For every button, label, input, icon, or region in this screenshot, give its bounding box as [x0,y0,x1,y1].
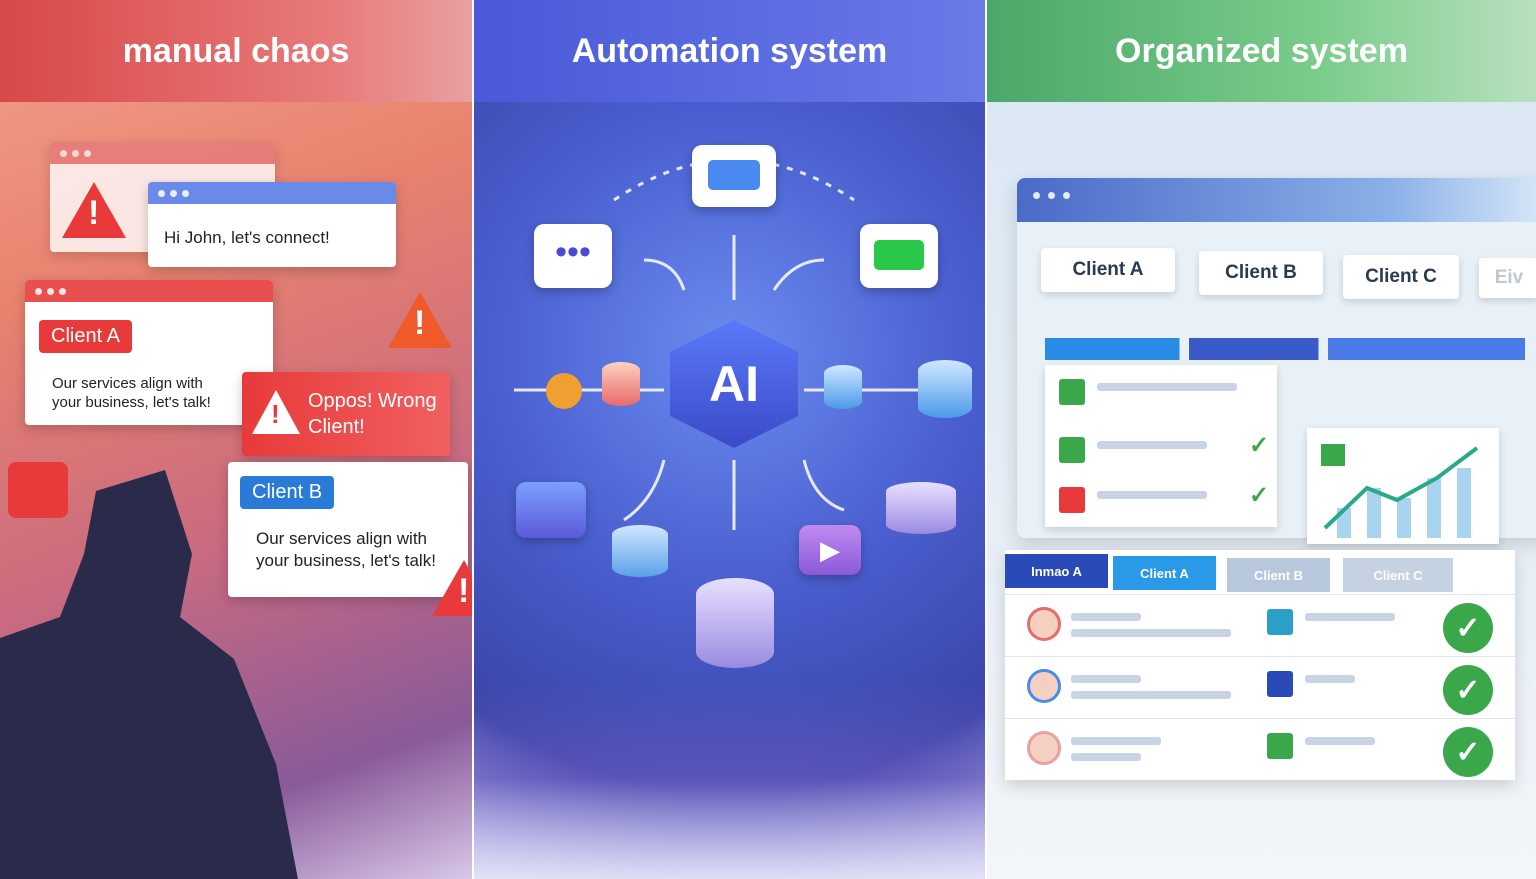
client-b-text: Our services align with your business, l… [256,529,436,570]
table-row[interactable]: ✓ [1005,656,1515,718]
client-table: Inmao A Client A Client B Client C ✓ ✓ ✓ [1005,550,1515,780]
ai-hub: AI [670,320,798,448]
manual-chaos-panel: manual chaos Hi John, let's connect! ! C… [0,0,472,879]
warning-icon: ! [432,560,472,616]
column-headers [1045,338,1525,360]
avatar [1027,607,1061,641]
database-icon [602,362,640,406]
location-icon [546,373,582,409]
tab-client-b[interactable]: Client B [1199,251,1323,295]
client-b-window: Client B Our services align with your bu… [228,462,468,597]
tab-client-b[interactable]: Client B [1227,558,1330,592]
check-icon: ✓ [1249,482,1270,509]
panel-title: Organized system [987,0,1536,102]
avatar [1027,669,1061,703]
tab-client-a[interactable]: Client A [1041,248,1175,292]
tab-inmao-a[interactable]: Inmao A [1005,554,1108,588]
task-list: ✓ ✓ [1045,365,1277,527]
message-text: Hi John, let's connect! [164,228,330,247]
app-icon [516,482,586,538]
database-icon [886,482,956,534]
error-popup: ! Oppos! Wrong Client! [242,372,450,456]
database-icon [824,365,862,409]
tab-extra[interactable]: Eiv [1479,258,1536,298]
more-icon: ••• [534,224,612,288]
table-row[interactable]: ✓ [1005,718,1515,780]
avatar [1027,731,1061,765]
stop-icon [8,462,68,518]
client-a-text: Our services align with your business, l… [52,375,211,411]
tab-client-c[interactable]: Client C [1343,558,1453,592]
tab-client-c[interactable]: Client C [1343,255,1459,299]
video-icon: ▶ [799,525,861,575]
panel-title: manual chaos [0,0,472,102]
check-icon: ✓ [1249,432,1270,459]
check-icon: ✓ [1443,727,1493,777]
warning-icon: ! [388,292,452,348]
check-icon: ✓ [1443,603,1493,653]
growth-chart [1307,428,1499,544]
panel-title: Automation system [474,0,985,102]
message-icon [860,224,938,288]
central-database-icon [696,578,774,668]
table-row[interactable]: ✓ [1005,594,1515,656]
warning-icon: ! [62,182,126,238]
client-a-window: Client A Our services align with your bu… [25,280,273,425]
database-icon [612,525,668,577]
warning-icon: ! [252,390,300,434]
error-text: Oppos! Wrong Client! [308,390,437,438]
message-window: Hi John, let's connect! [148,182,396,267]
automation-panel: Automation system ••• AI ▶ [474,0,985,879]
database-icon [918,360,972,418]
tab-client-a[interactable]: Client A [1113,556,1216,590]
client-b-tag: Client B [240,476,335,509]
platform [474,679,985,879]
check-icon: ✓ [1443,665,1493,715]
window-titlebar [1017,178,1536,222]
client-a-tag: Client A [39,320,132,353]
organized-panel: Organized system Client A Client B Clien… [987,0,1536,879]
chat-icon [692,145,776,207]
